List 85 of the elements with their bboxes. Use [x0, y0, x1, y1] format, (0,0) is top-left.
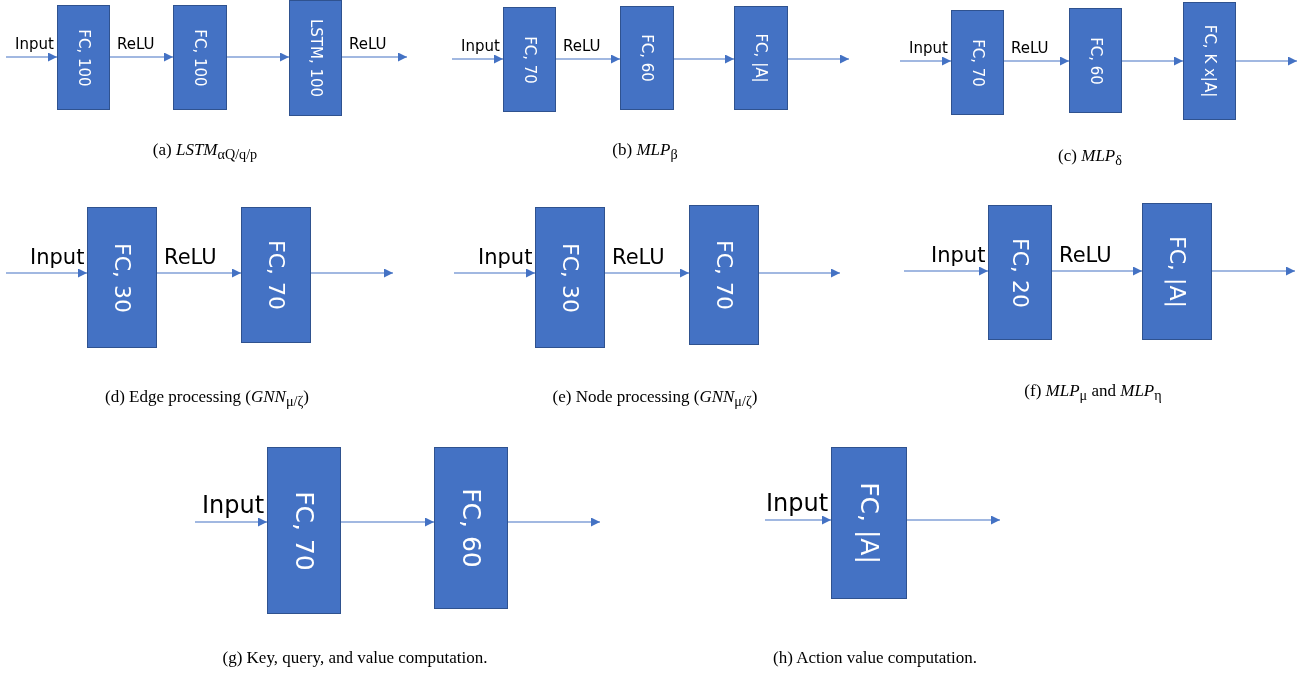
edge-label: Input [202, 493, 265, 517]
layer-label: LSTM, 100 [306, 18, 325, 98]
subfigure-caption: (a) LSTM$_{αQ/q/p}$ [152, 140, 258, 164]
arrow [758, 268, 841, 278]
layer-label: FC, 60 [638, 34, 656, 82]
edge-label: ReLU [1011, 41, 1049, 56]
edge-label: Input [931, 245, 986, 266]
layer-box [535, 207, 605, 348]
layer-box [1069, 8, 1122, 113]
layer-box [434, 447, 508, 609]
arrow [673, 54, 735, 64]
edge-label: ReLU [117, 37, 155, 52]
layer-label: FC, 30 [557, 242, 583, 313]
subfigure-caption: (c) MLP$_{δ}$ [1058, 146, 1122, 170]
layer-box [57, 5, 110, 110]
layer-box [689, 205, 759, 345]
edge-label: ReLU [164, 247, 217, 268]
subfigure-caption: (d) Edge processing (GNN$_{μ/ζ}$) [105, 387, 309, 411]
layer-label: FC, |A| [752, 33, 770, 83]
arrow [1121, 56, 1184, 66]
arrow [1235, 56, 1298, 66]
arrow [109, 52, 174, 62]
arrow [764, 515, 832, 525]
edge-label: Input [478, 247, 533, 268]
layer-box [988, 205, 1052, 340]
layer-box [173, 5, 227, 110]
edge-label: ReLU [1059, 245, 1112, 266]
layer-box [503, 7, 556, 112]
arrow [604, 268, 690, 278]
layer-box [734, 6, 788, 110]
edge-label: Input [909, 41, 948, 56]
layer-label: FC, 70 [968, 38, 987, 87]
layer-label: FC, 70 [289, 490, 319, 571]
layer-box [267, 447, 341, 614]
subfigure-caption: (g) Key, query, and value computation. [222, 648, 488, 669]
arrow [899, 56, 952, 66]
arrow [507, 517, 601, 527]
subfigure-caption: (b) MLP$_{β}$ [612, 140, 678, 164]
arrow [451, 54, 504, 64]
layer-label: FC, 70 [263, 240, 289, 310]
subfigure-caption: (e) Node processing (GNN$_{μ/ζ}$) [552, 387, 758, 411]
layer-label: FC, 70 [711, 240, 737, 310]
layer-label: FC, 30 [109, 242, 135, 313]
layer-label: FC, |A| [854, 482, 884, 564]
layer-box [831, 447, 907, 599]
arrow [310, 268, 394, 278]
arrow [194, 517, 268, 527]
layer-label: FC, |A| [1164, 235, 1190, 308]
layer-label: FC, 60 [1086, 36, 1105, 85]
arrow [340, 517, 435, 527]
arrow [5, 52, 58, 62]
arrow [1051, 266, 1143, 276]
edge-label: ReLU [349, 37, 387, 52]
arrow [787, 54, 850, 64]
arrow [903, 266, 989, 276]
layer-box [951, 10, 1004, 115]
subfigure-caption: (h) Action value computation. [773, 648, 977, 669]
layer-label: FC, 20 [1007, 237, 1033, 308]
layer-box [241, 207, 311, 343]
arrow [453, 268, 536, 278]
edge-label: Input [15, 37, 54, 52]
edge-label: Input [30, 247, 85, 268]
layer-box [1142, 203, 1212, 340]
layer-label: FC, K x|A| [1200, 24, 1219, 98]
arrow [1003, 56, 1070, 66]
arrow [1211, 266, 1296, 276]
arrow [555, 54, 621, 64]
arrow [341, 52, 408, 62]
layer-box [87, 207, 157, 348]
edge-label: ReLU [563, 39, 601, 54]
arrow [906, 515, 1001, 525]
arrow [156, 268, 242, 278]
edge-label: Input [461, 39, 500, 54]
layer-box [289, 0, 342, 116]
edge-label: ReLU [612, 247, 665, 268]
layer-box [620, 6, 674, 110]
layer-box [1183, 2, 1236, 120]
subfigure-caption: (f) MLP$_{μ}$ and MLP$_{η}$ [1024, 381, 1162, 405]
layer-label: FC, 60 [456, 488, 486, 568]
edge-label: Input [766, 491, 829, 515]
arrow [5, 268, 88, 278]
layer-label: FC, 70 [520, 35, 539, 84]
layer-label: FC, 100 [74, 28, 93, 87]
arrow [226, 52, 290, 62]
layer-label: FC, 100 [191, 28, 209, 87]
